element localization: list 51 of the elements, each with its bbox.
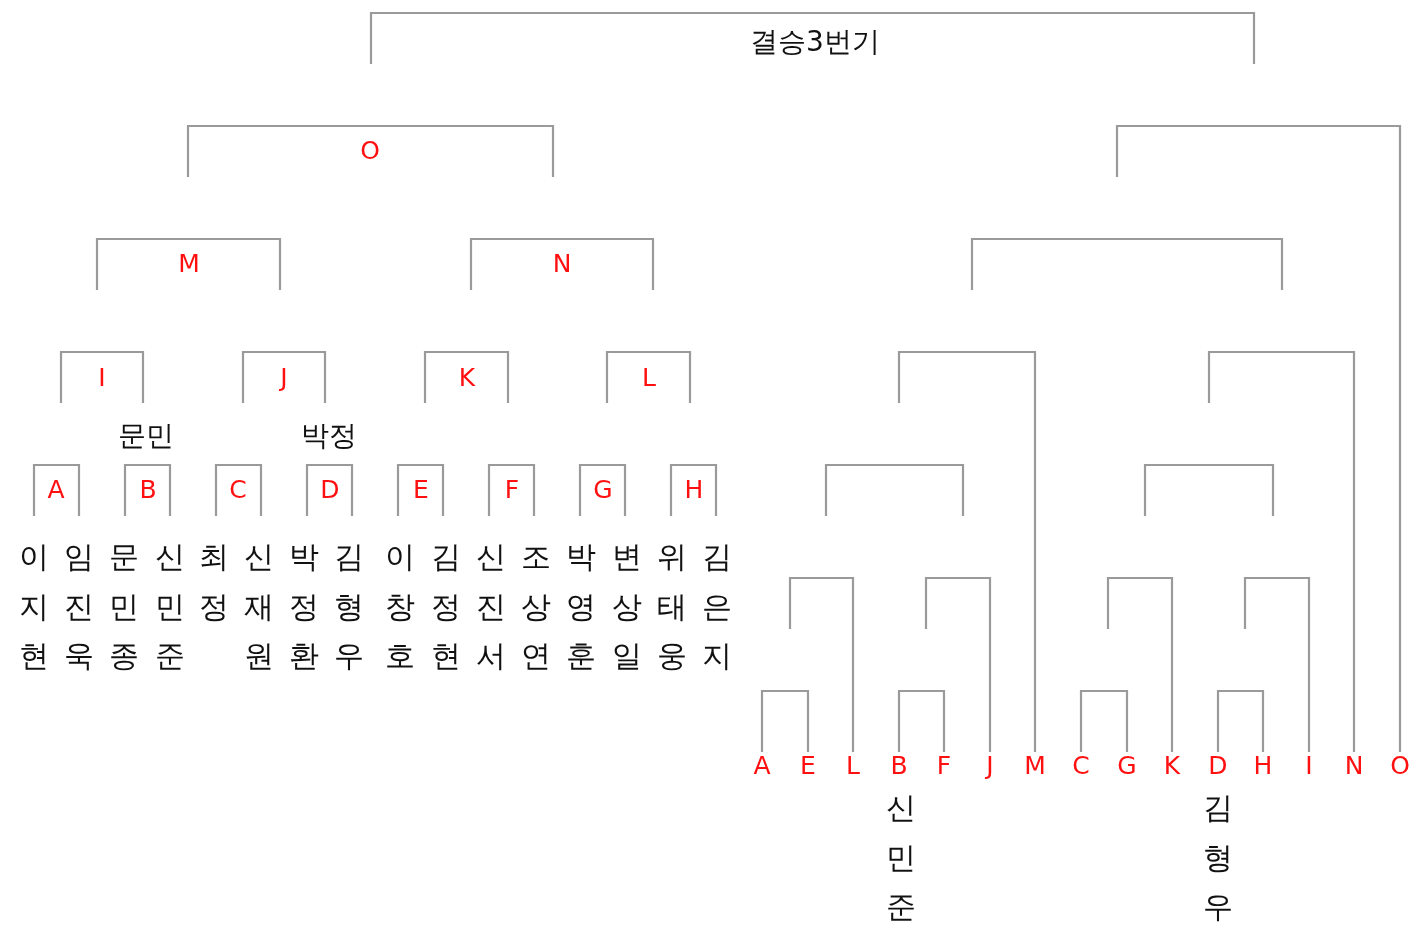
bracket-letter: K bbox=[1163, 750, 1181, 780]
bracket-letter: B bbox=[139, 474, 157, 504]
player-name: 김형우 bbox=[334, 538, 364, 675]
player-name: 임진욱 bbox=[64, 538, 94, 675]
bracket-letter: G bbox=[1117, 750, 1137, 780]
bracket-letter: N bbox=[552, 248, 572, 278]
bracket-letter: N bbox=[1344, 750, 1364, 780]
bracket-letter: O bbox=[360, 135, 380, 165]
bracket-letter: M bbox=[178, 248, 200, 278]
bracket-letter: H bbox=[1253, 750, 1273, 780]
player-name: 신진서 bbox=[476, 538, 506, 675]
bracket-letter: B bbox=[890, 750, 908, 780]
match-title: 결승3번기 bbox=[750, 24, 880, 60]
player-name: 박정환 bbox=[289, 538, 319, 675]
bracket-letter: I bbox=[1305, 750, 1313, 780]
player-name: 위태웅 bbox=[657, 538, 687, 675]
heading-label: 문민 bbox=[118, 418, 174, 454]
bracket-letter: D bbox=[1208, 750, 1228, 780]
bracket-letter: H bbox=[684, 474, 704, 504]
bracket-letter: F bbox=[936, 750, 952, 780]
player-name: 신재원 bbox=[244, 538, 274, 675]
bracket-letter: A bbox=[47, 474, 65, 504]
player-name: 박영훈 bbox=[566, 538, 596, 675]
bracket-letter: M bbox=[1024, 750, 1046, 780]
bracket-letter: J bbox=[986, 750, 994, 780]
player-name: 조상연 bbox=[521, 538, 551, 675]
bracket-letter: L bbox=[846, 750, 860, 780]
bracket-letter: E bbox=[413, 474, 429, 504]
bracket-letter: O bbox=[1390, 750, 1410, 780]
bracket-letter: A bbox=[753, 750, 771, 780]
player-name: 김정현 bbox=[431, 538, 461, 675]
bracket-letter: K bbox=[458, 362, 476, 392]
player-name: 문민종 bbox=[109, 538, 139, 675]
player-name: 신민준 bbox=[155, 538, 185, 675]
bracket-letter: C bbox=[1072, 750, 1090, 780]
player-name: 최정 bbox=[199, 538, 229, 626]
bracket-letter: D bbox=[320, 474, 340, 504]
bracket-letter: J bbox=[280, 362, 288, 392]
player-name: 이지현 bbox=[19, 538, 49, 675]
heading-label: 박정 bbox=[301, 418, 357, 454]
bracket-letter: I bbox=[98, 362, 106, 392]
player-name: 김은지 bbox=[702, 538, 732, 675]
bracket-letter: G bbox=[593, 474, 613, 504]
player-name: 변상일 bbox=[612, 538, 642, 675]
bracket-letter: C bbox=[229, 474, 247, 504]
bracket-letter: F bbox=[504, 474, 520, 504]
bracket-letter: L bbox=[642, 362, 656, 392]
bracket-letter: E bbox=[800, 750, 816, 780]
player-name: 김형우 bbox=[1203, 789, 1233, 926]
player-name: 이창호 bbox=[385, 538, 415, 675]
player-name: 신민준 bbox=[886, 789, 916, 926]
